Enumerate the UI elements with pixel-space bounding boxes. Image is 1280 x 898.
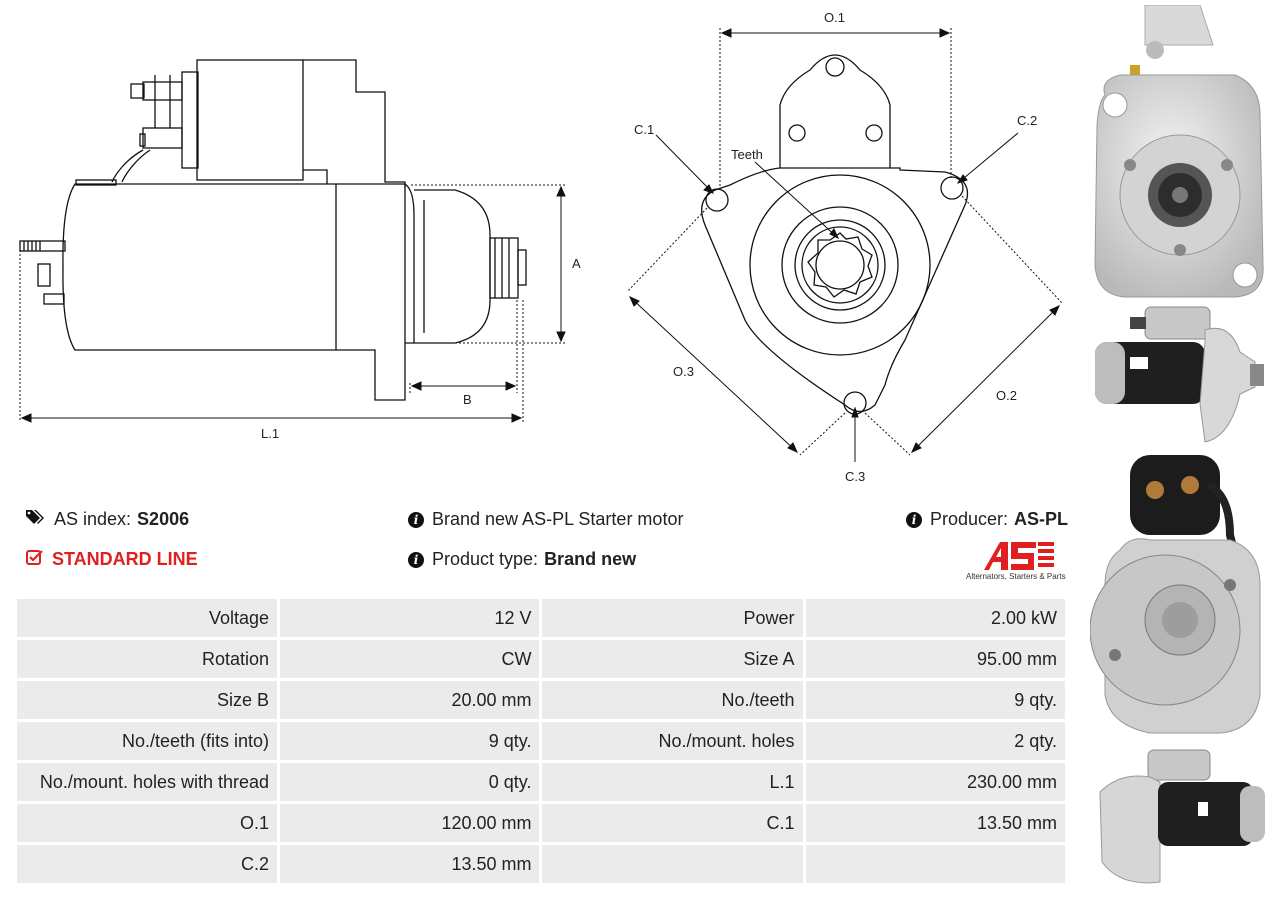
producer-row: i Producer: AS-PL [906, 509, 1068, 530]
spec-label-cell: No./mount. holes with thread [17, 763, 278, 801]
product-photo-side-alt [1099, 749, 1265, 884]
description-text: Brand new AS-PL Starter motor [432, 509, 684, 529]
spec-label-cell [542, 845, 803, 883]
spec-value-cell [805, 845, 1065, 883]
spec-label-cell: Voltage [17, 599, 278, 637]
description-row: i Brand new AS-PL Starter motor [408, 509, 683, 530]
producer-value: AS-PL [1014, 509, 1069, 529]
spec-label-cell: No./mount. holes [542, 722, 803, 760]
spec-label-cell: No./teeth (fits into) [17, 722, 278, 760]
spec-value-cell: 13.50 mm [280, 845, 540, 883]
spec-row: No./teeth (fits into)9 qty.No./mount. ho… [17, 722, 1065, 760]
dim-label-o1: O.1 [824, 10, 845, 25]
standard-line-row: STANDARD LINE [26, 549, 198, 570]
spec-label-cell: C.1 [542, 804, 803, 842]
spec-value-cell: 120.00 mm [280, 804, 540, 842]
tags-icon [26, 509, 46, 530]
dim-label-o2: O.2 [996, 388, 1017, 403]
spec-label-cell: C.2 [17, 845, 278, 883]
standard-line-label: STANDARD LINE [52, 549, 198, 569]
dim-label-a: A [572, 256, 581, 271]
product-type-label: Product type: [432, 549, 539, 569]
as-index-value: S2006 [137, 509, 190, 529]
dim-label-b: B [463, 392, 472, 407]
side-view-drawing [19, 59, 527, 401]
spec-label-cell: Power [542, 599, 803, 637]
dim-label-o3: O.3 [673, 364, 694, 379]
spec-label-cell: No./teeth [542, 681, 803, 719]
side-view-dimensions [19, 184, 566, 423]
producer-label: Producer: [930, 509, 1009, 529]
info-icon: i [408, 551, 424, 568]
spec-label-cell: O.1 [17, 804, 278, 842]
info-icon: i [408, 511, 424, 528]
as-pl-logo [984, 542, 1054, 570]
spec-label-cell: L.1 [542, 763, 803, 801]
technical-drawing: A B L.1 O.1 C.1 C.2 [19, 10, 1063, 484]
check-square-icon [26, 549, 44, 570]
spec-label-cell: Rotation [17, 640, 278, 678]
as-index-label: AS index: [54, 509, 132, 529]
spec-value-cell: 20.00 mm [280, 681, 540, 719]
logo-tagline: Alternators, Starters & Parts [966, 572, 1066, 581]
dim-label-teeth: Teeth [731, 147, 763, 162]
dim-label-c2: C.2 [1017, 113, 1037, 128]
spec-value-cell: 2 qty. [805, 722, 1065, 760]
spec-value-cell: 9 qty. [805, 681, 1065, 719]
as-index-row: AS index: S2006 [26, 509, 189, 530]
dim-label-l1: L.1 [261, 426, 279, 441]
spec-value-cell: 230.00 mm [805, 763, 1065, 801]
spec-value-cell: 95.00 mm [805, 640, 1065, 678]
spec-value-cell: 12 V [280, 599, 540, 637]
dim-label-c1: C.1 [634, 122, 654, 137]
product-photo-rear [1090, 455, 1261, 734]
spec-value-cell: 0 qty. [280, 763, 540, 801]
spec-label-cell: Size B [17, 681, 278, 719]
spec-value-cell: 13.50 mm [805, 804, 1065, 842]
spec-value-cell: 9 qty. [280, 722, 540, 760]
front-view-dimensions [626, 28, 1063, 462]
spec-value-cell: CW [280, 640, 540, 678]
product-type-value: Brand new [544, 549, 637, 569]
dim-label-c3: C.3 [845, 469, 865, 484]
info-icon: i [906, 511, 922, 528]
product-photo-front [1094, 5, 1264, 298]
product-photo-side [1095, 306, 1264, 443]
spec-label-cell: Size A [542, 640, 803, 678]
product-type-row: i Product type: Brand new [408, 549, 636, 570]
spec-value-cell: 2.00 kW [805, 599, 1065, 637]
